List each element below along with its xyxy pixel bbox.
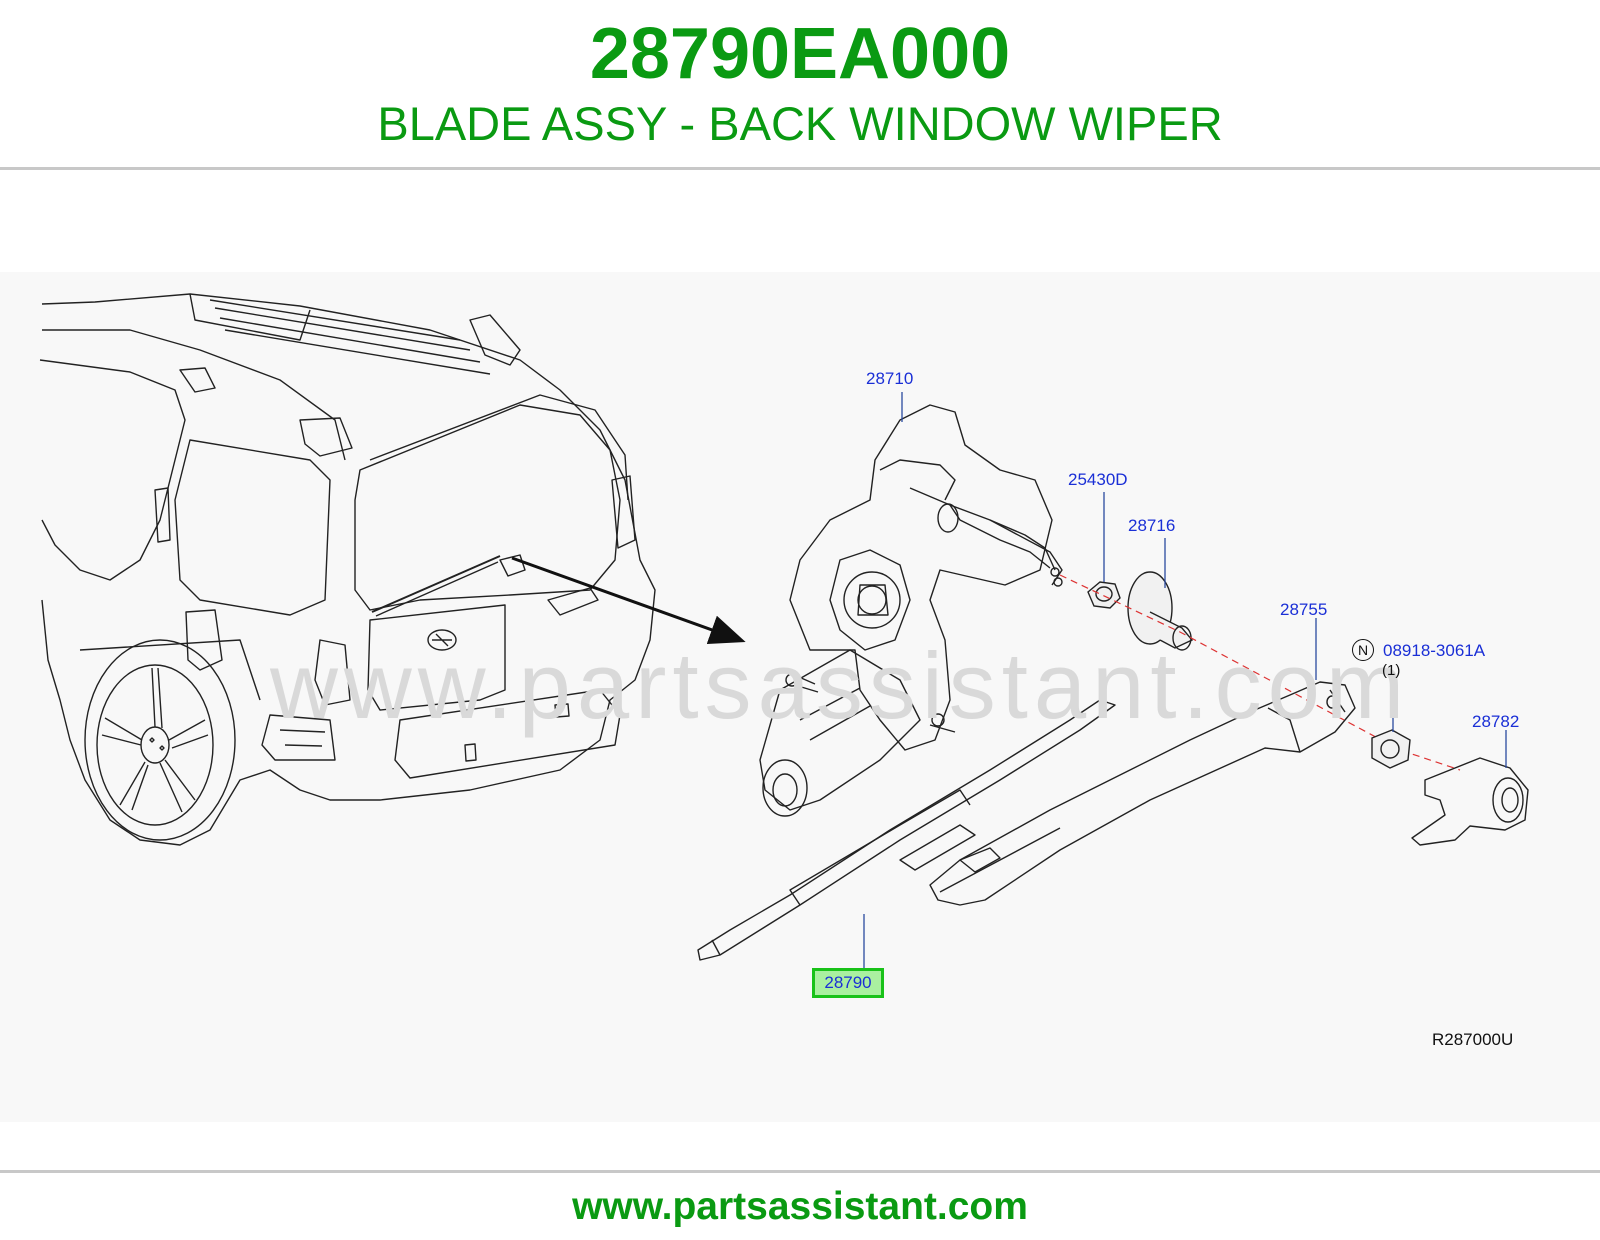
wiper-arm-part [929,681,1356,906]
callout-28710[interactable]: 28710 [866,369,914,388]
callout-leaders [863,392,1507,968]
diagram-panel [0,272,1600,1122]
page-header: 28790EA000 BLADE ASSY - BACK WINDOW WIPE… [0,0,1600,168]
part-number-title: 28790EA000 [589,14,1011,94]
nut-part-25430d [1087,581,1121,609]
diagram-reference-code: R287000U [1432,1030,1514,1049]
wiper-blade-part [697,699,1116,961]
callout-28755[interactable]: 28755 [1280,600,1328,619]
cap-part-28782 [1411,757,1529,846]
wiper-motor-part [759,404,1063,817]
hex-nut-part [1371,729,1411,769]
grommet-part-28716 [1127,571,1194,651]
callout-quantity: (1) [1382,662,1401,679]
callout-28716[interactable]: 28716 [1128,516,1176,535]
footer-divider [0,1170,1600,1173]
watermark-text: www.partsassistant.com [270,633,1411,738]
header-divider [0,167,1600,170]
n-marker-icon: N [1352,639,1374,661]
pointer-arrow [511,556,746,644]
vehicle-illustration [39,293,656,846]
assembly-axis [1059,574,1461,771]
part-description: BLADE ASSY - BACK WINDOW WIPER [377,97,1223,150]
callout-25430d[interactable]: 25430D [1068,470,1128,489]
footer-website-link[interactable]: www.partsassistant.com [572,1185,1028,1228]
callout-28782[interactable]: 28782 [1472,712,1520,731]
callout-28790-highlighted[interactable]: 28790 [812,968,884,998]
callout-08918-3061a[interactable]: 08918-3061A [1383,641,1486,660]
